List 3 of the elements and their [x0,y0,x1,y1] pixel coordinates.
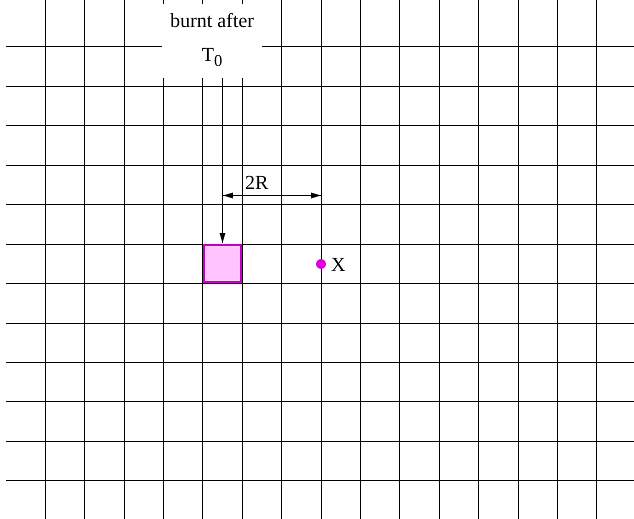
arrow [220,78,226,244]
burnt-cell [203,244,242,283]
annotation-text: burnt after T$_{0}$ [162,4,262,78]
